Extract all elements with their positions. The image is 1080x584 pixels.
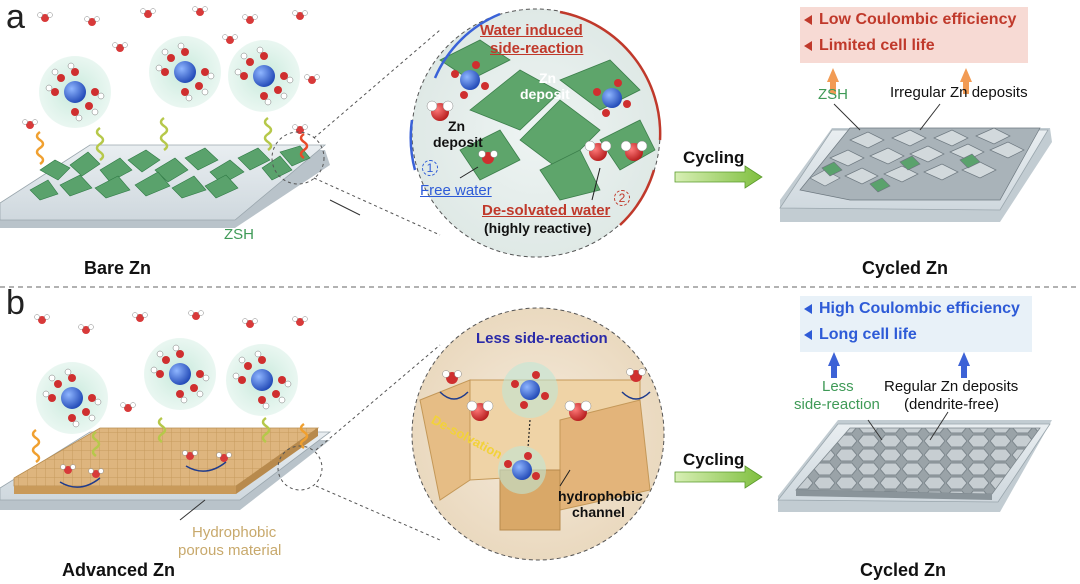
advanced-zn-label: Advanced Zn [62,560,176,580]
irregular-deposits-label: Irregular Zn deposits [890,84,1028,101]
outcome-less-line1: Less [822,378,854,395]
cycling-arrow-b [674,465,763,489]
porous-material-label: porous material [178,542,282,559]
dendrite-free-label: (dendrite-free) [904,396,1000,413]
callout-circle-b [277,445,323,491]
panel-letter-a: a [6,0,25,36]
triangle-bullet-icon [804,41,812,51]
water-bounce-arrows [59,461,227,488]
water-side-reaction-line2: side-reaction [490,40,584,57]
solvated-zn-ions-b [36,338,298,434]
outcome-box-a: Low Coulombic efficiency Limited cell li… [800,7,1028,63]
zoom-circle-b [411,307,665,561]
outcome-box-b: High Coulombic efficiency Long cell life [800,296,1032,352]
zsh-pointer [329,199,361,216]
free-water-label: Free water [420,182,492,199]
zn-deposit-center-line1: Zn [539,70,557,86]
desolvated-water-label: De-solvated water [482,202,611,219]
bullet-row-a-2: Limited cell life [800,33,1028,59]
energy-squiggles-a [35,116,309,166]
zn-deposit-center-line2: deposit [520,86,570,102]
cycling-label-b: Cycling [683,450,745,469]
panel-letter-b: b [6,284,25,322]
bare-zn-label: Bare Zn [84,258,152,278]
triangle-bullet-icon [804,330,812,340]
less-side-reaction-zoom-label: Less side-reaction [476,330,608,347]
zn-deposit-left-line1: Zn [448,118,466,134]
regular-deposits-label: Regular Zn deposits [884,378,1019,395]
bullet-row-a-1: Low Coulombic efficiency [800,7,1028,33]
cycled-zn-slab-b [777,352,1052,512]
advanced-zn-slab [0,427,332,510]
callout-circle-a [271,131,325,185]
bullet-text-b-2: Long cell life [819,326,917,343]
hydrophobic-label-line1: Hydrophobic [192,524,277,541]
marker-2: 2 [614,190,630,206]
triangle-bullet-icon [804,304,812,314]
solvated-zn-ions-a [39,36,300,128]
bullet-text-a-1: Low Coulombic efficiency [819,11,1017,28]
bullet-row-b-2: Long cell life [800,322,1032,348]
hydrophobic-channel-line2: channel [572,504,625,520]
cycled-zn-slab-a [779,68,1052,222]
water-molecules-b [34,310,308,478]
highly-reactive-label: (highly reactive) [484,220,592,236]
cycling-label-a: Cycling [683,148,745,167]
zsh-label: ZSH [224,226,254,243]
bare-zn-slab [0,144,330,228]
bullet-text-a-2: Limited cell life [819,37,935,54]
cycled-zn-label-b: Cycled Zn [860,560,947,580]
water-molecules-a [22,6,320,134]
cycled-zn-label-a: Cycled Zn [862,258,949,278]
outcome-zsh-label: ZSH [818,86,848,103]
bullet-row-b-1: High Coulombic efficiency [800,296,1032,322]
marker-1: 1 [422,160,438,176]
triangle-bullet-icon [804,15,812,25]
zoom-circle-a [409,8,662,258]
zn-deposit-left-line2: deposit [433,134,483,150]
water-side-reaction-line1: Water induced [480,22,583,39]
hydrophobic-channel-line1: hydrophobic [558,488,643,504]
energy-squiggles-b [31,416,309,464]
outcome-less-line2: side-reaction [794,396,880,413]
bullet-text-b-1: High Coulombic efficiency [819,300,1020,317]
cycling-arrow-a [674,165,763,189]
